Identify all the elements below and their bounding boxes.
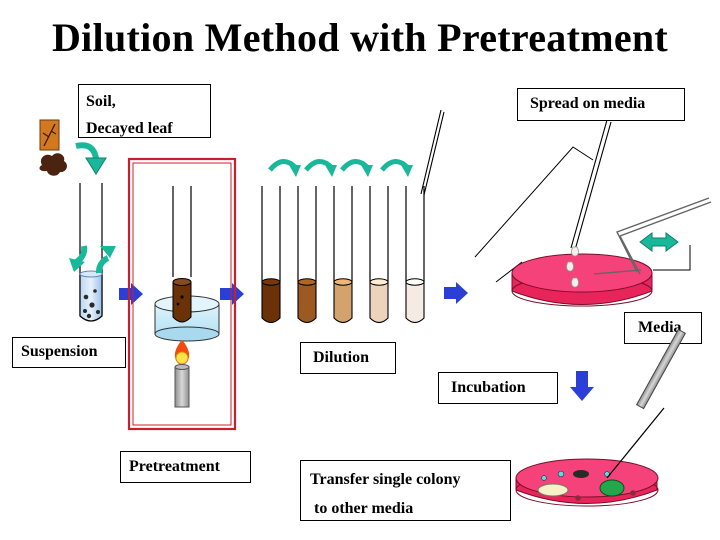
pipette-icon — [420, 109, 445, 196]
transfer-label: Transfer single colony to other media — [300, 460, 511, 521]
spreader-icon — [593, 197, 712, 275]
dilution-tube-3 — [333, 186, 353, 324]
transfer-label-line1: Transfer single colony — [310, 471, 461, 488]
spread-media-plate — [511, 253, 653, 307]
incubation-down-arrow — [570, 371, 594, 401]
dilution-tube-series — [261, 186, 425, 324]
dilution-transfer-arrows — [268, 159, 413, 177]
add-sample-curved-arrow — [75, 142, 107, 175]
dilution-label: Dilution — [300, 342, 396, 374]
dilution-tube-1 — [261, 186, 281, 324]
spread-pipette-icon — [570, 119, 612, 251]
soil-clump-icon — [39, 153, 67, 176]
heated-tube — [172, 186, 192, 277]
inoculation-loop-icon — [606, 328, 687, 479]
mixing-circular-arrows — [69, 245, 116, 274]
flow-arrow-to-spread — [444, 282, 468, 304]
page-title: Dilution Method with Pretreatment — [51, 15, 669, 60]
heated-tube-contents — [172, 278, 192, 323]
source-label: Soil, Decayed leaf — [78, 84, 211, 138]
pretreatment-label: Pretreatment — [120, 451, 251, 483]
spread-motion-arrow — [639, 232, 679, 252]
bunsen-burner — [174, 364, 190, 408]
incubation-label: Incubation — [438, 372, 558, 404]
transfer-label-line2: to other media — [314, 500, 414, 517]
burner-flame-icon — [174, 340, 190, 366]
suspension-label: Suspension — [12, 337, 126, 368]
dilution-tube-2 — [297, 186, 317, 324]
pretreatment-frame — [127, 157, 237, 431]
dilution-tube-4 — [369, 186, 389, 324]
colony-plate — [515, 458, 659, 507]
spread-label: Spread on media — [517, 88, 685, 121]
dilution-tube-5 — [405, 186, 425, 324]
source-label-line1: Soil, — [86, 93, 116, 110]
leaf-icon — [39, 119, 60, 151]
media-label: Media — [624, 312, 702, 344]
flow-arrow-to-dilution — [220, 283, 244, 305]
sample-drops — [566, 246, 579, 288]
suspension-tube — [79, 183, 103, 322]
flow-arrow-to-pretreatment — [119, 283, 143, 305]
source-label-line2: Decayed leaf — [86, 120, 173, 137]
